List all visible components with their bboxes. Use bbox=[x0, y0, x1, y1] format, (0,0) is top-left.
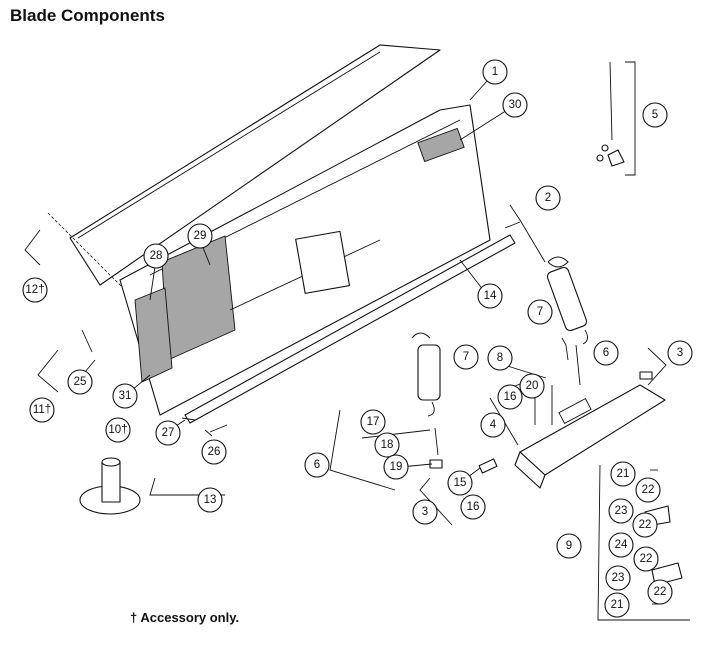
svg-text:6: 6 bbox=[314, 459, 320, 471]
callout-6-right: 6 bbox=[593, 340, 619, 366]
callout-6-left: 6 bbox=[304, 452, 330, 478]
svg-text:23: 23 bbox=[615, 505, 628, 517]
svg-text:21: 21 bbox=[611, 599, 624, 611]
svg-text:30: 30 bbox=[509, 99, 522, 111]
callout-4: 4 bbox=[480, 412, 506, 438]
marker-rod-part bbox=[596, 61, 625, 167]
page-title: Blade Components bbox=[10, 6, 165, 25]
moldboard-part bbox=[119, 104, 491, 416]
svg-text:22: 22 bbox=[640, 553, 653, 565]
callout-8: 8 bbox=[487, 345, 513, 371]
svg-text:11†: 11† bbox=[33, 404, 51, 416]
svg-text:5: 5 bbox=[652, 109, 658, 121]
cutting-edge-part bbox=[69, 44, 441, 286]
callout-18: 18 bbox=[374, 432, 400, 458]
callout-5: 5 bbox=[642, 102, 668, 128]
callout-22-a: 22 bbox=[635, 477, 661, 503]
callout-7-lower: 7 bbox=[453, 344, 479, 370]
callout-1: 1 bbox=[482, 59, 508, 85]
callout-9: 9 bbox=[556, 533, 582, 559]
callout-19: 19 bbox=[383, 454, 409, 480]
svg-text:12†: 12† bbox=[25, 284, 44, 296]
svg-text:14: 14 bbox=[484, 290, 497, 302]
callout-30: 30 bbox=[502, 92, 528, 118]
svg-text:16: 16 bbox=[504, 391, 517, 403]
footnote: † Accessory only. bbox=[130, 610, 240, 625]
callout-3-lower: 3 bbox=[412, 499, 438, 525]
callout-17: 17 bbox=[360, 409, 386, 435]
callout-10: 10† bbox=[105, 417, 131, 443]
svg-text:31: 31 bbox=[119, 390, 132, 402]
mount-frame-part bbox=[514, 384, 666, 489]
callout-11: 11† bbox=[29, 397, 55, 423]
callout-20: 20 bbox=[519, 373, 545, 399]
svg-text:29: 29 bbox=[194, 230, 207, 242]
svg-text:7: 7 bbox=[463, 351, 469, 363]
svg-text:18: 18 bbox=[381, 439, 394, 451]
callout-13: 13 bbox=[197, 487, 223, 513]
callout-27: 27 bbox=[155, 420, 181, 446]
callout-29: 29 bbox=[187, 223, 213, 249]
svg-text:9: 9 bbox=[566, 540, 572, 552]
svg-text:1: 1 bbox=[492, 66, 498, 78]
spring-part-upper bbox=[546, 256, 588, 345]
rail-part bbox=[184, 234, 516, 424]
callout-26: 26 bbox=[201, 439, 227, 465]
callout-7-upper: 7 bbox=[527, 299, 553, 325]
callout-25: 25 bbox=[67, 369, 93, 395]
svg-text:17: 17 bbox=[367, 416, 380, 428]
svg-text:13: 13 bbox=[204, 494, 217, 506]
svg-text:15: 15 bbox=[454, 477, 467, 489]
svg-text:10†: 10† bbox=[108, 424, 127, 436]
svg-text:23: 23 bbox=[612, 572, 625, 584]
svg-text:3: 3 bbox=[422, 506, 428, 518]
callout-22-c: 22 bbox=[633, 546, 659, 572]
spring-part-lower bbox=[411, 332, 441, 417]
callout-22-d: 22 bbox=[647, 579, 673, 605]
callout-15: 15 bbox=[447, 470, 473, 496]
svg-text:16: 16 bbox=[467, 501, 480, 513]
svg-text:19: 19 bbox=[390, 461, 403, 473]
callout-12: 12† bbox=[22, 277, 48, 303]
guide-line bbox=[47, 212, 136, 301]
svg-text:27: 27 bbox=[162, 427, 175, 439]
callout-28: 28 bbox=[143, 243, 169, 269]
callout-16-upper: 16 bbox=[497, 384, 523, 410]
svg-text:28: 28 bbox=[150, 250, 163, 262]
svg-text:21: 21 bbox=[617, 468, 630, 480]
callout-14: 14 bbox=[477, 283, 503, 309]
svg-text:2: 2 bbox=[545, 192, 551, 204]
svg-text:22: 22 bbox=[654, 586, 667, 598]
callout-16-lower: 16 bbox=[460, 494, 486, 520]
group-brackets bbox=[24, 61, 690, 621]
svg-text:22: 22 bbox=[639, 519, 652, 531]
jack-part bbox=[79, 457, 141, 515]
svg-text:24: 24 bbox=[615, 539, 628, 551]
svg-text:26: 26 bbox=[208, 446, 221, 458]
svg-text:3: 3 bbox=[677, 347, 683, 359]
callout-2: 2 bbox=[535, 185, 561, 211]
callout-21-lower: 21 bbox=[604, 592, 630, 618]
callout-22-b: 22 bbox=[632, 512, 658, 538]
callout-31: 31 bbox=[112, 383, 138, 409]
callout-3-right: 3 bbox=[667, 340, 693, 366]
callout-23-upper: 23 bbox=[608, 498, 634, 524]
callout-23-lower: 23 bbox=[605, 565, 631, 591]
svg-text:8: 8 bbox=[497, 352, 503, 364]
svg-text:20: 20 bbox=[526, 380, 539, 392]
svg-text:22: 22 bbox=[642, 484, 655, 496]
svg-text:6: 6 bbox=[603, 347, 609, 359]
svg-text:4: 4 bbox=[490, 419, 497, 431]
svg-text:7: 7 bbox=[537, 306, 543, 318]
callout-24: 24 bbox=[608, 532, 634, 558]
callout-21-upper: 21 bbox=[610, 461, 636, 487]
svg-text:25: 25 bbox=[74, 376, 87, 388]
